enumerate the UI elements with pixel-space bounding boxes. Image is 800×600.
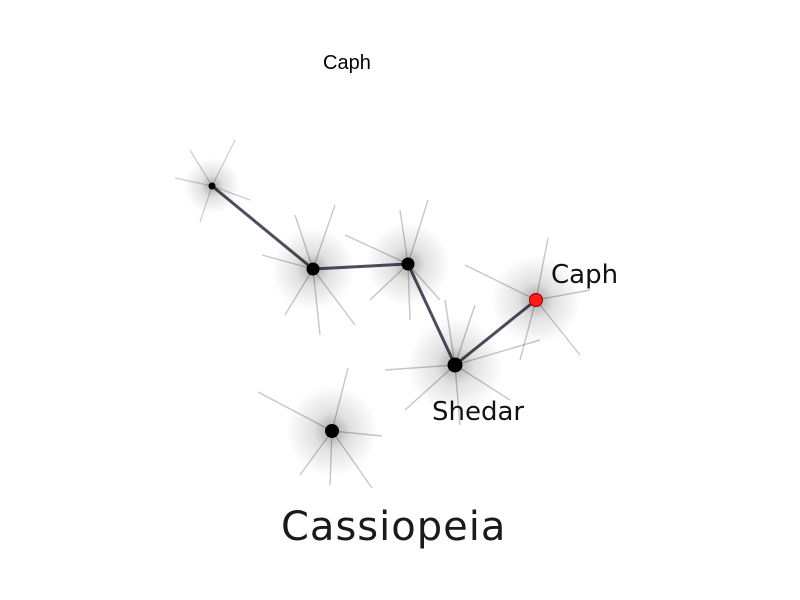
star-3 [344,199,450,321]
star-1 [174,139,251,223]
shedar-label: Shedar [432,397,524,427]
top-caption: Caph [323,52,371,74]
constellation-title: Cassiopeia [281,504,506,550]
star-caph [464,237,591,361]
star-shedar [384,299,541,426]
star-2 [261,204,356,336]
star-5 [257,367,383,489]
caph-label: Caph [551,260,618,290]
